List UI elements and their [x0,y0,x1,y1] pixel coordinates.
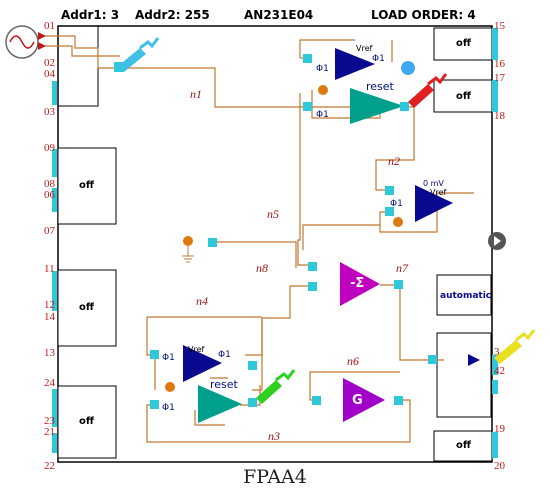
addr2-label: Addr2: 255 [135,8,210,22]
reset-label: reset [366,80,394,93]
comparator-lower[interactable] [183,345,222,382]
left-pin-squares [52,81,57,453]
net-label-n3: n3 [268,429,280,443]
phi1-label: Φ1 [372,54,385,64]
pin-label: 20 [494,460,505,472]
io-cell-2[interactable] [57,147,117,225]
sum-block[interactable] [340,262,380,306]
right-pin-squares [492,28,498,458]
io-cell-right-4[interactable] [433,430,493,462]
net-label-n5: n5 [267,207,279,221]
sum-symbol: -Σ [350,276,365,291]
pin-label: 17 [494,72,505,84]
pin-label: 03 [44,106,55,118]
net-label-n4: n4 [196,294,208,308]
play-arrow-icon [494,236,501,246]
phi1-label: Φ1 [390,199,403,209]
phi1-label: Φ1 [218,350,231,360]
net-label-n8: n8 [256,261,268,275]
green-probe-icon[interactable] [256,369,296,404]
net-label-n1: n1 [190,87,202,101]
pin-label: 42 [494,365,505,377]
capacitor-icon [165,382,175,392]
phi1-label: Φ1 [162,403,175,413]
ground-icon [182,246,194,263]
integrator-lower[interactable] [198,385,242,423]
io-cell-4[interactable] [57,385,117,459]
red-arrow-icon [38,32,46,40]
gain-block[interactable] [343,378,385,422]
wires [40,35,474,443]
load-order-label: LOAD ORDER: 4 [371,8,476,22]
pin-label: 11 [44,263,55,275]
page-title: FPAA4 [243,466,307,488]
io-cell-1 [57,25,99,107]
sine-wave-icon [9,35,35,49]
offset-mv-label: 0 mV [423,179,444,188]
pin-label: 01 [44,20,55,32]
red-probe-icon[interactable] [408,73,448,108]
io-cell-right-3[interactable] [436,332,492,418]
phi1-label: Φ1 [316,110,329,120]
off-label: off [456,91,471,102]
pin-label: 16 [494,58,505,70]
comparator-top[interactable] [335,48,375,80]
vref-label: Vref [356,44,373,53]
pin-label: 18 [494,110,505,122]
integrator-top[interactable] [350,88,404,124]
off-label: off [456,38,471,49]
vref-label: Vref [188,345,205,354]
addr1-label: Addr1: 3 [61,8,120,22]
pin-label: 06 [44,189,55,201]
off-label: off [79,416,94,427]
io-cell-right-auto[interactable] [436,274,492,316]
pin-label: 23 [44,415,55,427]
pin-label: 22 [44,460,55,472]
capacitor-icon [318,85,328,95]
net-label-n7: n7 [396,261,408,275]
pin-label: 13 [44,347,55,359]
pin-label: 08 [44,178,55,190]
off-label: off [79,180,94,191]
probe-dot[interactable] [401,61,415,75]
phi1-label: Φ1 [162,353,175,363]
voltage-source-icon [183,236,193,246]
pin-label: 09 [44,142,55,154]
net-label-n2: n2 [388,154,400,168]
gain-symbol: G [352,393,363,408]
reset-label: reset [210,378,238,391]
pin-label: 14 [44,311,55,323]
automatic-label: automatic [440,291,492,301]
vref-label: Vref [430,188,447,197]
pin-label: 15 [494,20,505,32]
off-label: off [79,302,94,313]
io-cell-3[interactable] [57,269,117,347]
cyan-probe-icon[interactable] [118,37,160,72]
yellow-probe-icon[interactable] [494,329,536,364]
pin-label: 19 [494,423,505,435]
pin-label: 24 [44,377,55,389]
off-label: off [456,440,471,451]
chip-id-label: AN231E04 [244,8,314,22]
pin-label: 21 [44,426,55,438]
net-label-n6: n6 [347,354,359,368]
phi1-label: Φ1 [316,64,329,74]
output-buffer [468,354,480,366]
pin-label: 12 [44,299,55,311]
red-arrow-icon [38,42,46,50]
pin-label: 04 [44,68,55,80]
pin-label: 02 [44,57,55,69]
pin-label: 3 [494,346,500,358]
pin-label: 07 [44,225,55,237]
comparator-right[interactable] [415,185,453,222]
capacitor-icon [393,217,403,227]
io-cell-right-1[interactable] [433,27,493,61]
